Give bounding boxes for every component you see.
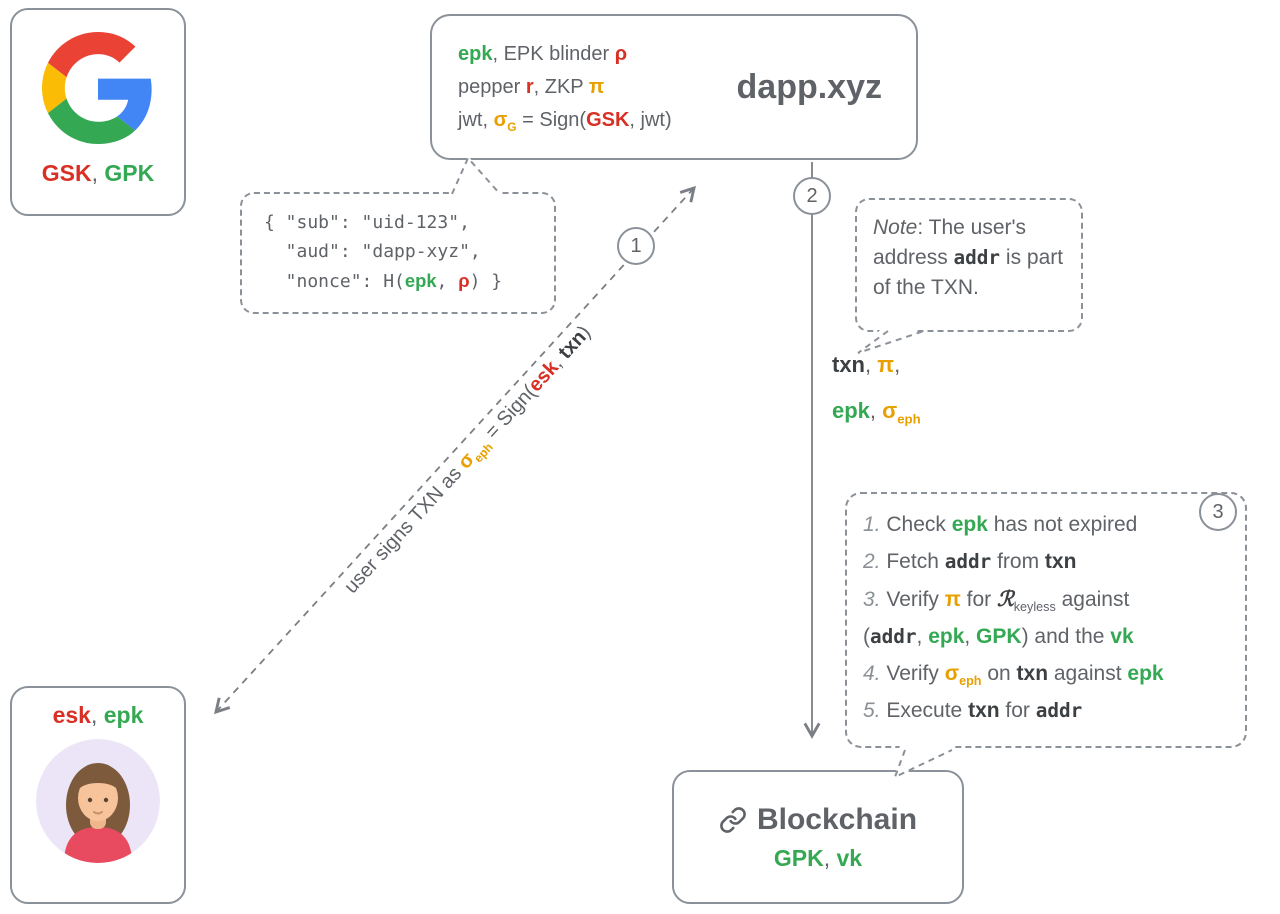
verify-step-2: 2. Fetch addr from txn <box>863 550 1077 573</box>
note-text: Note: The user's address addr is part of… <box>873 216 1064 299</box>
verify-step-1: 1. Check epk has not expired <box>863 513 1138 536</box>
blockchain-keys-label: GPK, vk <box>773 844 863 871</box>
verification-steps-bubble: 1. Check epk has not expired 2. Fetch ad… <box>845 492 1247 748</box>
step-badge-1: 1 <box>617 227 655 265</box>
verify-step-3-line1: 3. Verify π for ℛkeyless against <box>863 586 1130 615</box>
step-badge-2: 2 <box>793 177 831 215</box>
blockchain-title-row: Blockchain <box>719 803 917 837</box>
step-badge-3: 3 <box>1199 493 1237 531</box>
user-box: esk, epk <box>10 686 186 904</box>
jwt-line-sub: { "sub": "uid-123", <box>264 212 470 233</box>
dapp-line-jwt: jwt, σG = Sign(GSK, jwt) <box>458 108 672 134</box>
dapp-line-epk: epk, EPK blinder ρ <box>458 42 628 65</box>
dapp-line-pepper: pepper r, ZKP π <box>458 75 605 98</box>
jwt-json-bubble: { "sub": "uid-123", "aud": "dapp-xyz", "… <box>240 192 556 314</box>
blockchain-box: Blockchain GPK, vk <box>672 770 964 904</box>
user-keys-label: esk, epk <box>52 702 144 728</box>
verify-step-3-line2: (addr, epk, GPK) and the vk <box>863 625 1134 648</box>
arrow-1-label: user signs TXN as σeph = Sign(esk, txn) <box>340 321 596 598</box>
txn-payload-label: txn, π, epk, σeph <box>832 342 921 434</box>
blockchain-title: Blockchain <box>756 802 918 836</box>
dapp-title: dapp.xyz <box>736 67 882 106</box>
google-g-logo <box>42 32 152 144</box>
dapp-payload-lines: epk, EPK blinder ρ pepper r, ZKP π jwt, … <box>458 38 672 137</box>
google-keys-label: GSK, GPK <box>41 160 155 186</box>
verify-step-5: 5. Execute txn for addr <box>863 699 1083 722</box>
dapp-box: epk, EPK blinder ρ pepper r, ZKP π jwt, … <box>430 14 918 160</box>
txn-label-line2: epk, σeph <box>832 398 921 427</box>
jwt-line-aud: "aud": "dapp-xyz", <box>264 241 481 262</box>
txn-label-line1: txn, π, <box>832 352 901 377</box>
chain-link-icon <box>720 806 746 833</box>
female-user-avatar <box>36 739 160 863</box>
verify-step-4: 4. Verify σeph on txn against epk <box>863 662 1164 689</box>
note-bubble: Note: The user's address addr is part of… <box>855 198 1083 332</box>
google-provider-box: GSK, GPK <box>10 8 186 216</box>
jwt-line-nonce: "nonce": H(epk, ρ) } <box>264 270 503 292</box>
